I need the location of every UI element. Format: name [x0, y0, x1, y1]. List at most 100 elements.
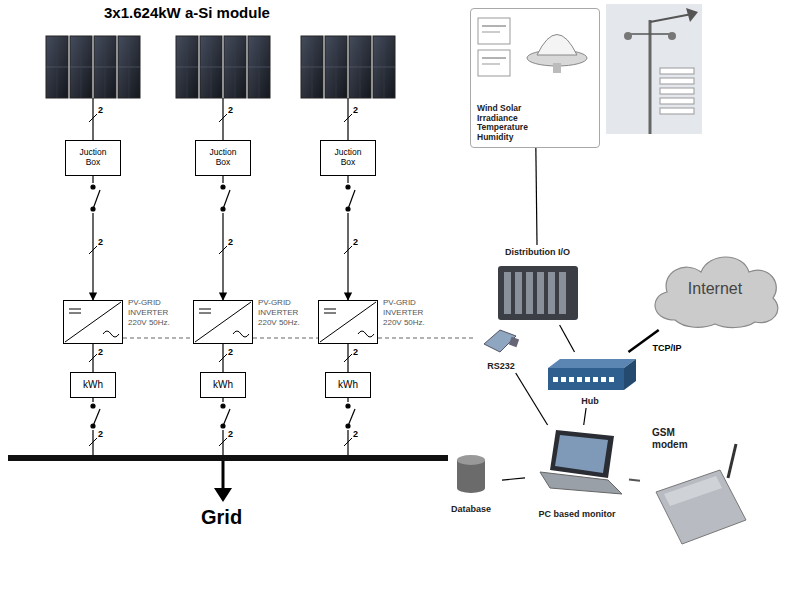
grid-arrow [222, 461, 225, 490]
hub-picture [601, 377, 606, 382]
bus-bar [8, 455, 448, 461]
distribution-io-picture [498, 266, 578, 320]
inverter-symbol [324, 309, 336, 310]
sensor-pictures [660, 108, 694, 114]
laptop-picture [540, 472, 622, 494]
switch-symbol [91, 185, 95, 189]
gsm-modem-picture [664, 476, 722, 506]
sensor-pictures [628, 33, 672, 35]
grid-label: Grid [201, 506, 242, 529]
switch-symbol [88, 402, 102, 430]
kwh-meter: kWh [325, 372, 371, 398]
hub-picture [553, 377, 558, 382]
node-text: kWh [338, 379, 358, 391]
distribution-io-picture [498, 266, 578, 320]
distribution-io-picture [526, 272, 533, 314]
wire-count-slash [344, 114, 352, 122]
hub-picture [609, 377, 614, 382]
inverter-symbol [324, 313, 336, 314]
sensor-pictures [660, 88, 694, 94]
gsm-modem-picture [656, 444, 746, 544]
connector [560, 325, 575, 352]
hub-picture [561, 377, 566, 382]
wire-count: 2 [98, 105, 103, 115]
connector [536, 148, 537, 245]
inverter-symbol [65, 302, 376, 342]
database-picture [457, 455, 485, 465]
kwh-meter: kWh [70, 372, 116, 398]
switch-symbol [93, 409, 100, 426]
inverter-symbol [65, 302, 121, 342]
edge-label: TCP/IP [652, 343, 683, 353]
sensor-pictures [606, 4, 702, 134]
wire-count: 2 [353, 347, 358, 357]
node-text: RS232 [487, 361, 515, 371]
inverter-symbol [69, 309, 81, 310]
sensor-pictures [482, 58, 506, 59]
connector [253, 337, 318, 338]
kwh-meter: kWh [200, 372, 246, 398]
distribution-io-picture [537, 272, 544, 314]
inverter-symbol [358, 331, 374, 337]
switch-symbol [88, 183, 102, 213]
wire-count-slash [219, 438, 227, 446]
diagram-title: 3x1.624kW a-Si module [104, 4, 270, 21]
inverter-symbol [69, 313, 81, 314]
switch-symbol [88, 183, 357, 430]
sensor-pictures [482, 64, 500, 65]
switch-symbol [218, 183, 232, 213]
pv-array [176, 36, 270, 98]
wire-count: 2 [228, 429, 233, 439]
distribution-io-picture [559, 272, 566, 314]
wire [93, 98, 348, 456]
laptop-picture [550, 430, 614, 478]
wire-count: 2 [98, 429, 103, 439]
wire-count: 2 [353, 105, 358, 115]
inverter-symbol [195, 302, 251, 342]
node-text: Hub [581, 396, 599, 406]
sensor-pictures [482, 26, 506, 27]
switch-symbol [348, 409, 355, 426]
sensor-pictures [649, 20, 652, 134]
connector [92, 344, 93, 372]
node-text: PV-GRID INVERTER 220V 50Hz. [383, 298, 439, 328]
wire-count-slash [344, 438, 352, 446]
inverter-box: PV-GRID INVERTER 220V 50Hz. [63, 300, 123, 344]
wire-count: 2 [228, 237, 233, 247]
hub-picture [585, 377, 590, 382]
database-picture [457, 455, 485, 493]
switch-symbol [343, 402, 357, 430]
sensor-pictures [660, 78, 694, 84]
wire-count-slash [89, 114, 97, 122]
gsm-modem-picture [728, 444, 736, 478]
switch-symbol [223, 409, 230, 426]
connector [222, 344, 223, 372]
hub-picture [577, 377, 582, 382]
hub-picture [593, 377, 598, 382]
inverter-symbol [320, 302, 376, 342]
connector [629, 479, 640, 480]
connector [502, 478, 525, 480]
distribution-io-picture [504, 272, 511, 314]
connector [516, 373, 548, 425]
pc-monitor: PC based monitor [525, 425, 629, 521]
switch-symbol [91, 404, 95, 408]
sensor-pictures [537, 35, 577, 56]
distribution-io-picture [515, 272, 522, 314]
switch-symbol [218, 402, 232, 430]
connector [347, 344, 348, 372]
connector [584, 408, 586, 425]
inverter-symbol [233, 331, 249, 337]
pv-array [46, 36, 395, 98]
hub-picture [569, 377, 574, 382]
node-text: Wind Solar Irradiance Temperature Humidi… [477, 104, 555, 143]
gsm-modem: GSM modem [640, 425, 750, 550]
wire-count: 2 [228, 105, 233, 115]
sensor-pictures [482, 32, 500, 33]
wire-count-slash [219, 114, 227, 122]
switch-symbol [346, 185, 350, 189]
sensor-pictures [553, 63, 561, 73]
database-picture [457, 483, 485, 493]
wire-count-slash [89, 438, 97, 446]
connector [378, 337, 476, 338]
